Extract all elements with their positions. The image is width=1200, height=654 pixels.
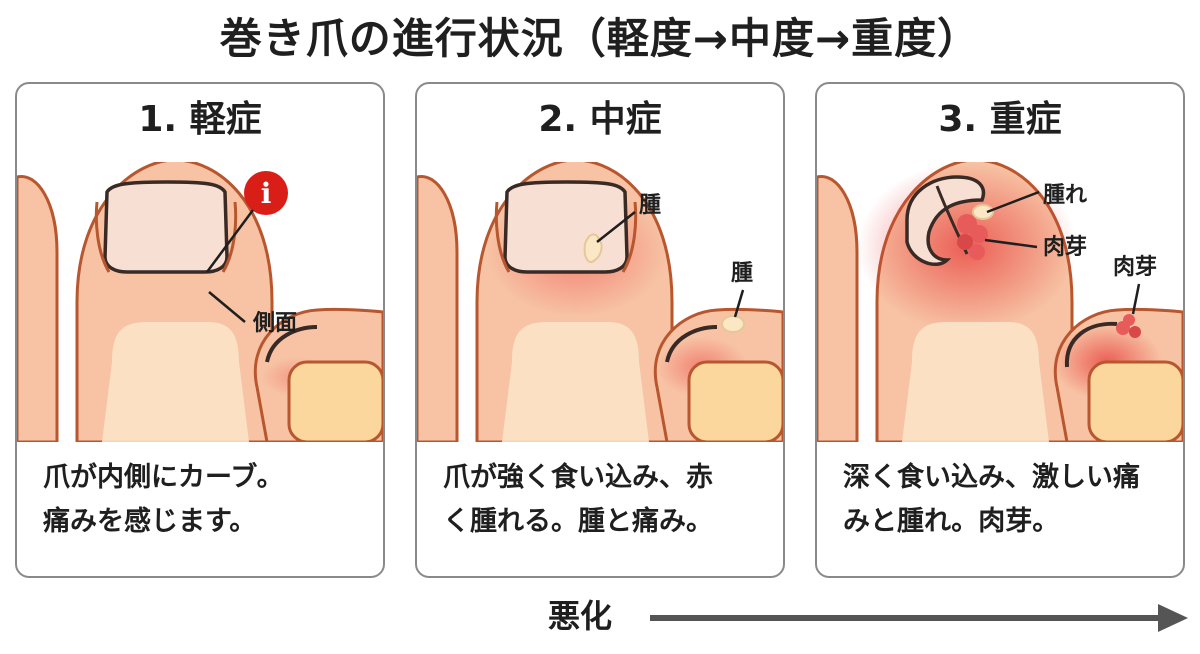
nail — [503, 180, 629, 274]
severe-ingrown-nail-illustration: 腫れ 肉芽 肉芽 — [817, 162, 1183, 442]
stage-panel-moderate: 2. 中症 腫 腫 爪が強く食い込み、赤 く腫れる。腫と痛み。 — [415, 82, 785, 578]
info-icon: i — [244, 171, 288, 215]
toe-bone — [102, 322, 249, 442]
description-line: 痛みを感じます。 — [43, 506, 257, 537]
stage-panel-mild: 1. 軽症 i 側面 爪が内側にカー — [15, 82, 385, 578]
stage-title-severe: 3. 重症 — [938, 99, 1062, 140]
page-title: 巻き爪の進行状況（軽度→中度→重度） — [219, 14, 981, 63]
stage-panel-severe: 3. 重症 腫れ 肉芽 — [815, 82, 1185, 578]
callout-side: 側面 — [252, 311, 297, 336]
cross-section-bone — [287, 360, 383, 442]
cross-section-bone — [1087, 360, 1183, 442]
svg-text:i: i — [261, 177, 272, 210]
callout-granulation-side: 肉芽 — [1113, 255, 1157, 280]
stage-title-moderate: 2. 中症 — [538, 99, 662, 140]
description-line: 爪が強く食い込み、赤 — [443, 462, 713, 493]
cross-section-bone — [687, 360, 783, 442]
moderate-ingrown-nail-illustration: 腫 腫 — [417, 162, 783, 442]
description-line: 爪が内側にカーブ。 — [43, 462, 284, 493]
mild-ingrown-nail-illustration: i 側面 — [17, 162, 383, 442]
adjacent-toe-left — [817, 174, 859, 442]
callout-swelling-top: 腫 — [639, 193, 661, 218]
nail — [103, 180, 229, 274]
granulation-tissue — [1116, 314, 1141, 338]
swelling — [972, 204, 994, 220]
progress-label: 悪化 — [548, 597, 613, 635]
callout-swelling: 腫れ — [1043, 183, 1087, 208]
stage-title-mild: 1. 軽症 — [138, 99, 262, 140]
swelling — [721, 315, 745, 333]
stage-description-mild: 爪が内側にカーブ。 痛みを感じます。 — [43, 456, 373, 544]
description-line: 深く食い込み、激しい痛 — [843, 462, 1140, 493]
description-line: みと腫れ。肉芽。 — [843, 506, 1060, 537]
granulation-tissue — [957, 214, 988, 260]
callout-swelling-side: 腫 — [731, 261, 753, 286]
callout-granulation: 肉芽 — [1043, 235, 1087, 260]
progression-arrow-icon — [650, 604, 1188, 632]
description-line: く腫れる。腫と痛み。 — [443, 506, 713, 537]
adjacent-toe-left — [17, 174, 59, 442]
toe-bone — [502, 322, 649, 442]
adjacent-toe-left — [417, 174, 459, 442]
toe-bone — [902, 322, 1049, 442]
stage-description-severe: 深く食い込み、激しい痛 みと腫れ。肉芽。 — [843, 456, 1173, 544]
stage-description-moderate: 爪が強く食い込み、赤 く腫れる。腫と痛み。 — [443, 456, 773, 544]
curled-nail — [905, 175, 986, 266]
